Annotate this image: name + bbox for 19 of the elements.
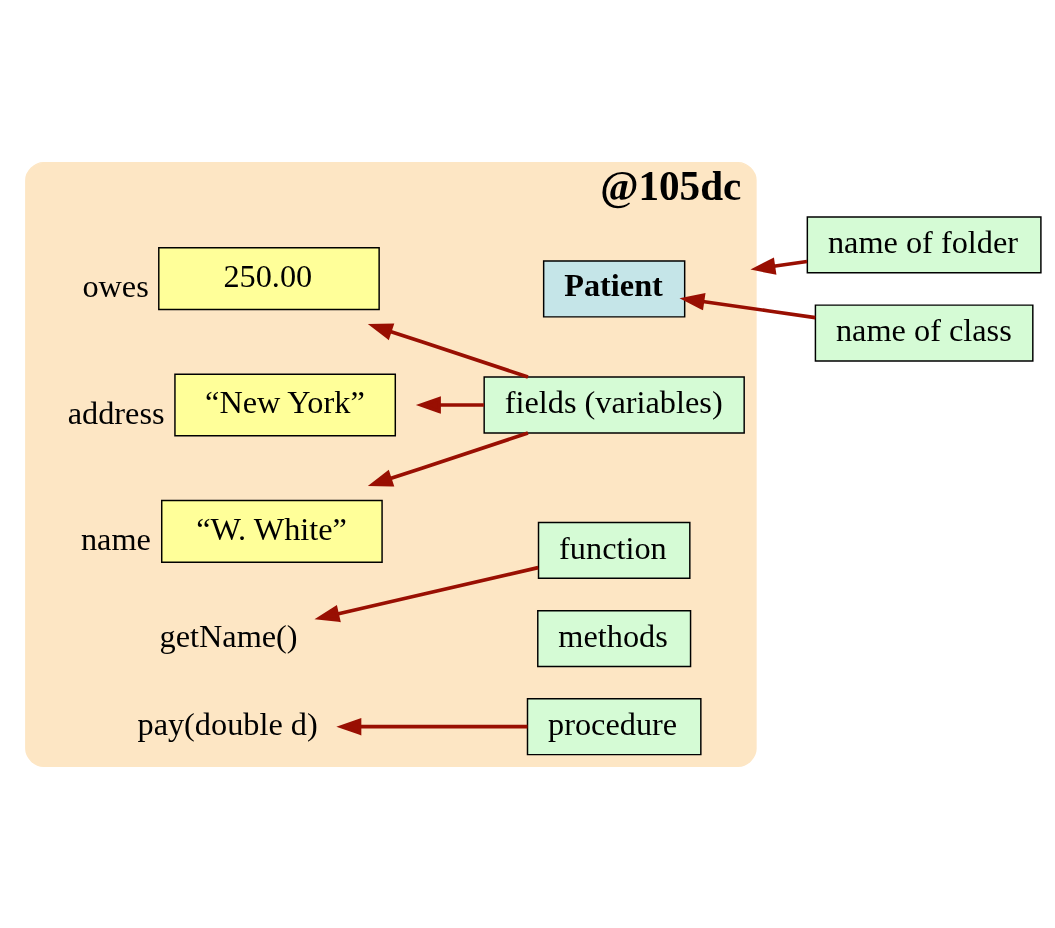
node-box: name of folder [806,215,1042,274]
node-text: pay(double d) [137,705,318,742]
node-box: methods [537,609,692,667]
node-box: function [537,521,691,579]
node-box: procedure [526,697,702,755]
arrow [750,256,808,275]
arrow [415,395,484,414]
arrow [314,565,539,622]
node-box: name of class [814,303,1034,362]
arrow [679,292,816,319]
node-box: Patient [542,259,686,318]
node-text: getName() [159,617,298,654]
node-label: name [80,520,151,557]
node-box: fields (variables) [483,375,745,434]
arrow [336,717,528,735]
node-label: address [67,394,165,431]
arrow [367,430,529,486]
arrow [367,323,529,379]
node-label: owes [82,267,149,304]
